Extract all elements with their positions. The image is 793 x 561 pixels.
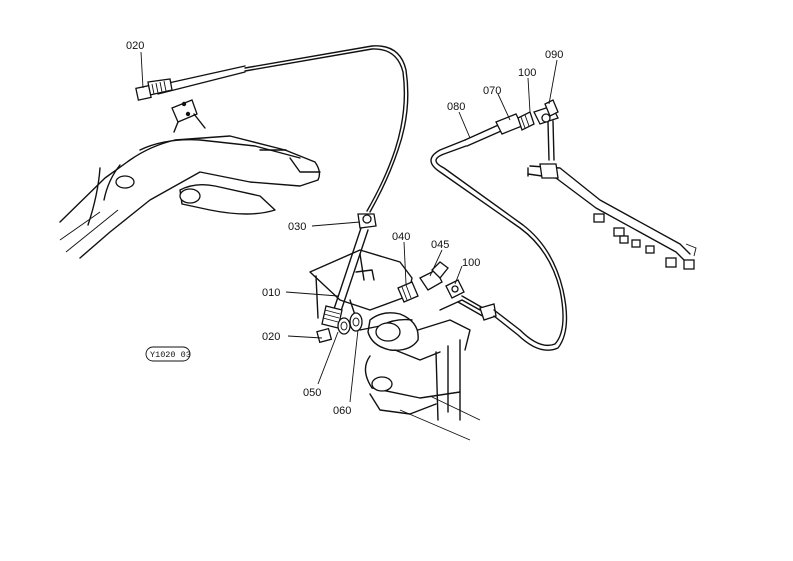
part-labels: 020 030 010 020 040 045 100 050 060 080 …	[126, 40, 563, 417]
pedal-arm-assembly	[59, 99, 321, 259]
right-cable-loop	[430, 139, 568, 351]
flexible-cable	[244, 45, 409, 213]
label-030: 030	[288, 221, 306, 233]
label-080: 080	[447, 101, 465, 113]
label-040: 040	[392, 231, 410, 243]
drawing-stamp-text: Y1020 03	[150, 350, 191, 360]
top-cable-rod	[135, 65, 246, 101]
leader-lines	[140, 51, 558, 403]
label-045: 045	[431, 239, 449, 251]
manifold-tube	[527, 163, 697, 270]
label-070: 070	[483, 85, 501, 97]
label-010: 010	[262, 287, 280, 299]
label-050: 050	[303, 387, 321, 399]
fittings-040-045	[397, 261, 497, 321]
label-020-bottom: 020	[262, 331, 280, 343]
label-100-mid: 100	[462, 257, 480, 269]
drawing-stamp: Y1020 03	[145, 346, 191, 362]
label-100-top: 100	[518, 67, 536, 79]
hose-assembly	[464, 99, 559, 161]
label-020-top: 020	[126, 40, 144, 52]
rod-010	[321, 213, 377, 329]
label-060: 060	[333, 405, 351, 417]
label-090: 090	[545, 49, 563, 61]
washers-and-nut	[316, 312, 363, 344]
